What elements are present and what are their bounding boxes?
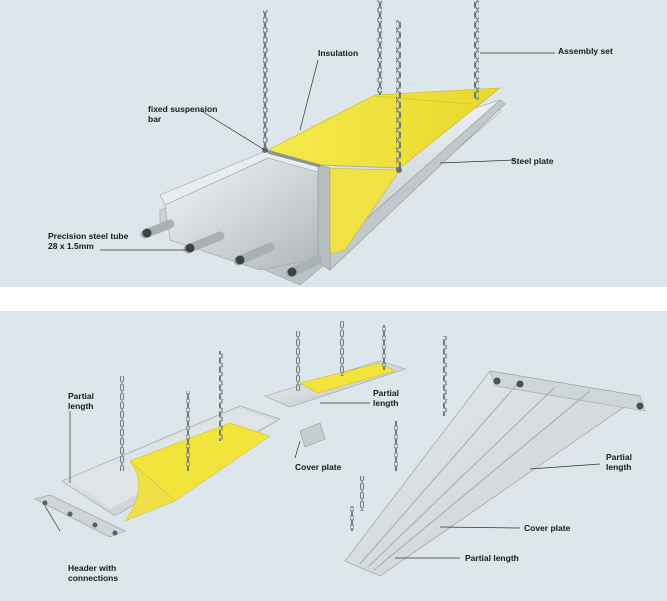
label-partial-length-bottom: Partial length	[465, 553, 519, 563]
panel-divider	[0, 287, 667, 311]
label-assembly-set: Assembly set	[558, 46, 613, 56]
label-steel-plate: Steel plate	[511, 156, 554, 166]
label-partial-length-right: Partial length	[606, 452, 632, 472]
label-fixed-suspension-bar: fixed suspension bar	[148, 104, 217, 124]
top-panel: Insulation Assembly set fixed suspension…	[0, 0, 667, 287]
label-cover-plate-right: Cover plate	[524, 523, 570, 533]
cover-plate-left-piece	[300, 423, 325, 447]
label-precision-steel-tube: Precision steel tube 28 x 1.5mm	[48, 231, 128, 251]
label-partial-length-mid: Partial length	[373, 388, 399, 408]
bottom-illustration	[0, 311, 667, 601]
label-insulation: Insulation	[318, 48, 358, 58]
label-partial-length-left: Partial length	[68, 391, 94, 411]
label-cover-plate-left: Cover plate	[295, 462, 341, 472]
bottom-panel: Partial length Partial length Cover plat…	[0, 311, 667, 601]
label-header-with-connections: Header with connections	[68, 563, 118, 583]
